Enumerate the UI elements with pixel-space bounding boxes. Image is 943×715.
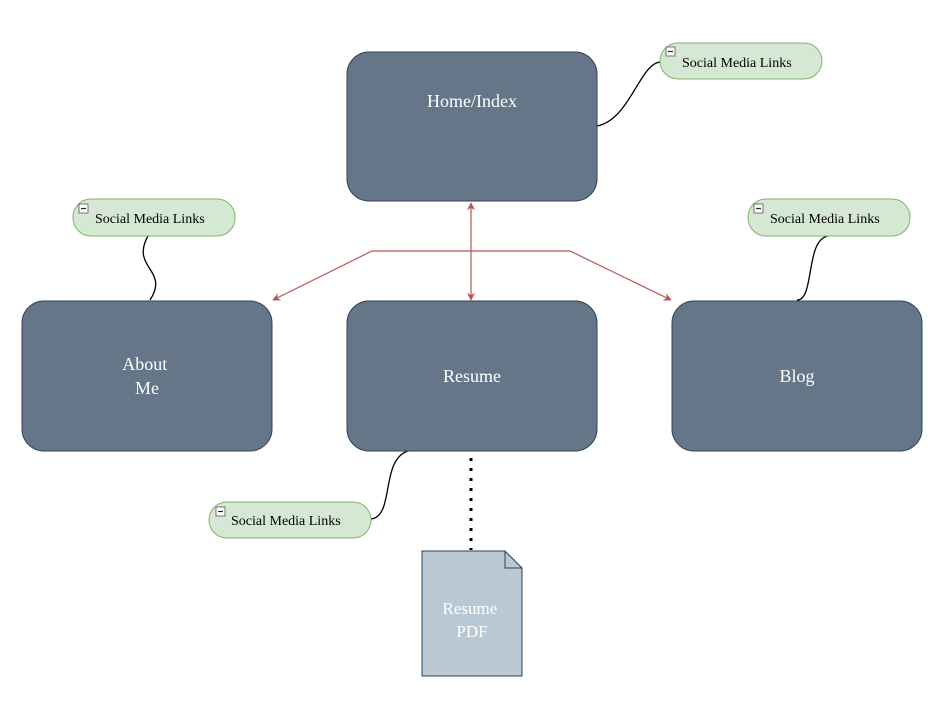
arrow-to-about <box>272 250 471 301</box>
node-about-label-line1: About <box>122 354 167 374</box>
node-resume[interactable]: Resume <box>346 300 598 452</box>
node-home-label: Home/Index <box>427 91 517 111</box>
node-blog[interactable]: Blog <box>671 300 923 452</box>
connector-blog-social <box>796 235 829 301</box>
node-about[interactable]: About Me <box>21 300 273 452</box>
social-links-resume[interactable]: Social Media Links <box>208 501 372 539</box>
collapse-toggle-icon[interactable] <box>753 203 764 214</box>
node-about-label-line2: Me <box>135 378 159 398</box>
social-links-home[interactable]: Social Media Links <box>659 42 823 80</box>
arrow-to-blog <box>471 250 672 301</box>
social-links-about-label: Social Media Links <box>95 212 205 227</box>
node-home[interactable]: Home/Index <box>346 51 598 202</box>
social-links-home-label: Social Media Links <box>682 56 792 71</box>
node-blog-label: Blog <box>779 366 814 386</box>
document-label-line2: PDF <box>456 622 487 641</box>
document-label-line1: Resume <box>442 599 497 618</box>
document-label: Resume PDF <box>442 599 501 641</box>
node-about-label: About Me <box>122 354 172 398</box>
social-links-resume-label: Social Media Links <box>231 514 341 529</box>
connector-resume-social <box>370 450 409 520</box>
social-links-blog-label: Social Media Links <box>770 212 880 227</box>
social-links-about[interactable]: Social Media Links <box>72 198 236 237</box>
collapse-toggle-icon[interactable] <box>215 506 226 517</box>
node-resume-label: Resume <box>443 366 501 386</box>
connector-about-social <box>142 235 157 301</box>
collapse-toggle-icon[interactable] <box>78 203 89 214</box>
collapse-toggle-icon[interactable] <box>665 46 676 57</box>
social-links-blog[interactable]: Social Media Links <box>747 198 911 237</box>
document-resume-pdf[interactable]: Resume PDF <box>421 550 523 677</box>
connector-home-social <box>596 61 662 127</box>
